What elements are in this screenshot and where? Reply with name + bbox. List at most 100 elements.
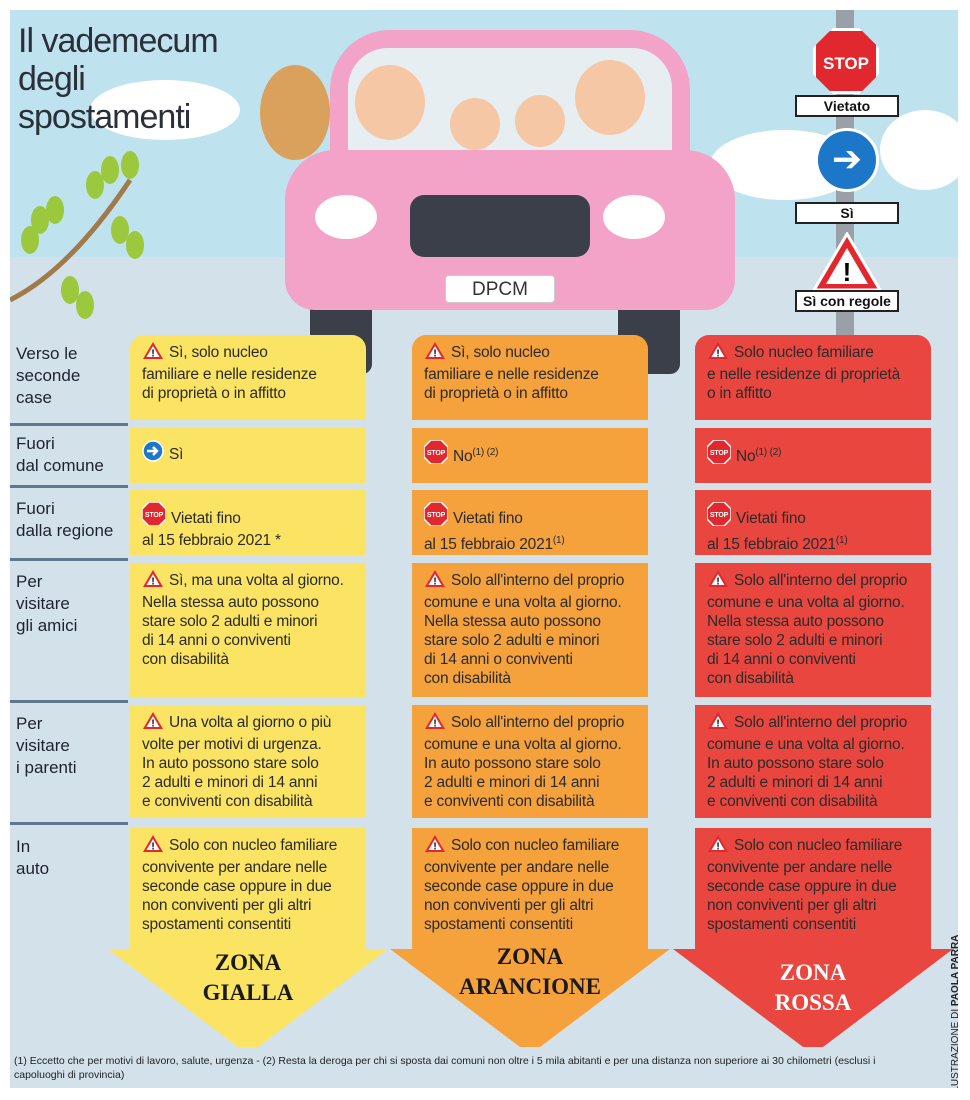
- warning-icon: !: [424, 834, 446, 858]
- row-label-line: gli amici: [16, 616, 78, 635]
- cell-line: con disabilità: [707, 669, 921, 688]
- cell-text: di proprietà o in affitto: [424, 385, 568, 402]
- stop-sign-icon: STOP: [813, 28, 879, 94]
- arrow-right-sign-icon: ➔: [815, 128, 879, 192]
- cell-line: !Sì, solo nucleo: [424, 341, 638, 365]
- cell-text: comune e una volta al giorno.: [424, 736, 622, 753]
- credit-prefix: ILLUSTRAZIONE DI: [950, 1008, 958, 1088]
- row-label-line: In: [16, 837, 31, 856]
- cell-line: 2 adulti e minori di 14 anni: [142, 773, 356, 792]
- svg-text:!: !: [151, 719, 154, 730]
- mother-face: [355, 65, 425, 140]
- cell-text: non conviventi per gli altri: [142, 897, 312, 914]
- stop-icon: STOP: [423, 501, 449, 531]
- cell-text: No: [736, 448, 756, 465]
- cell-text: di proprietà o in affitto: [142, 385, 286, 402]
- cell-text: e conviventi con disabilità: [707, 793, 878, 810]
- branch-illustration: [10, 151, 144, 319]
- cell-line: !Solo con nucleo familiare: [707, 834, 921, 858]
- cell-text: spostamenti consentiti: [142, 916, 291, 933]
- zone-label-line: ARANCIONE: [459, 974, 601, 999]
- cell-text: No: [453, 448, 473, 465]
- cell-text: 2 adulti e minori di 14 anni: [707, 774, 883, 791]
- car-headlight: [603, 195, 665, 239]
- credit-name: PAOLA PARRA: [950, 934, 958, 1007]
- cell-line: di 14 anni o conviventi: [424, 650, 638, 669]
- row-label-line: visitare: [16, 736, 70, 755]
- cell-line: seconde case oppure in due: [707, 877, 921, 896]
- zone-label-line: ROSSA: [774, 990, 852, 1015]
- cell-text: convivente per andare nelle: [707, 859, 893, 876]
- zone-arrow-red: [673, 945, 953, 1047]
- svg-text:!: !: [151, 577, 154, 588]
- cell-line: 2 adulti e minori di 14 anni: [707, 773, 921, 792]
- row-label-line: seconde: [16, 366, 81, 385]
- cell-text: seconde case oppure in due: [424, 878, 614, 895]
- stop-icon: STOP: [141, 501, 167, 531]
- warning-icon: !: [424, 711, 446, 735]
- cell-text: con disabilità: [424, 670, 511, 687]
- cell-text: Sì, ma una volta al giorno.: [169, 572, 344, 589]
- svg-text:!: !: [433, 842, 436, 853]
- cell-text: comune e una volta al giorno.: [424, 594, 622, 611]
- cell-text: non conviventi per gli altri: [424, 897, 594, 914]
- cell-text: Sì, solo nucleo: [451, 344, 550, 361]
- row-label-line: Per: [16, 572, 43, 591]
- cell-text: Solo all'interno del proprio: [734, 572, 908, 589]
- footnote-ref: (1): [835, 535, 848, 546]
- svg-text:!: !: [151, 842, 154, 853]
- cell-line: familiare e nelle residenze: [142, 365, 356, 384]
- cell-line: seconde case oppure in due: [142, 877, 356, 896]
- dog-illustration: [260, 65, 330, 160]
- cell-text: spostamenti consentiti: [707, 916, 856, 933]
- title-line: spostamenti: [18, 98, 191, 136]
- cell-line: !Solo nucleo familiare: [707, 341, 921, 365]
- svg-text:STOP: STOP: [710, 450, 729, 457]
- cell-line: 2 adulti e minori di 14 anni: [424, 773, 638, 792]
- cell-text: e conviventi con disabilità: [424, 793, 595, 810]
- row-label-line: Fuori: [16, 499, 55, 518]
- cell-text: non conviventi per gli altri: [707, 897, 877, 914]
- cell-text: di 14 anni o conviventi: [142, 632, 291, 649]
- father-face: [575, 60, 645, 135]
- cell-line: e conviventi con disabilità: [707, 792, 921, 811]
- cell-text: familiare e nelle residenze: [142, 366, 317, 383]
- cell-line: In auto possono stare solo: [707, 754, 921, 773]
- illustration-credit: ILLUSTRAZIONE DI PAOLA PARRA: [950, 935, 958, 1088]
- cell-line: stare solo 2 adulti e minori: [142, 612, 356, 631]
- warning-icon: !: [142, 569, 164, 593]
- cell-text: con disabilità: [707, 670, 794, 687]
- cell-line: di 14 anni o conviventi: [707, 650, 921, 669]
- cell-text: Solo all'interno del proprio: [451, 714, 625, 731]
- svg-text:!: !: [716, 349, 719, 360]
- cell-line: !Solo all'interno del proprio: [707, 569, 921, 593]
- cell-text: familiare e nelle residenze: [424, 366, 599, 383]
- cell-line: !Una volta al giorno o più: [142, 711, 356, 735]
- cell-line: comune e una volta al giorno.: [707, 593, 921, 612]
- warning-icon: !: [142, 341, 164, 365]
- cell-line: convivente per andare nelle: [707, 858, 921, 877]
- row-divider: [10, 822, 128, 825]
- cell-text: al 15 febbraio 2021: [424, 536, 553, 554]
- row-divider: [10, 423, 128, 426]
- cell-text: Sì: [169, 446, 184, 463]
- warning-icon: !: [142, 834, 164, 858]
- cell-text: di 14 anni o conviventi: [424, 651, 573, 668]
- cell-text: In auto possono stare solo: [142, 755, 319, 772]
- svg-text:STOP: STOP: [710, 512, 729, 519]
- cell-text: Nella stessa auto possono: [142, 594, 319, 611]
- zone-arrow-orange: [390, 945, 670, 1047]
- cell-text: al 15 febbraio 2021: [707, 536, 836, 554]
